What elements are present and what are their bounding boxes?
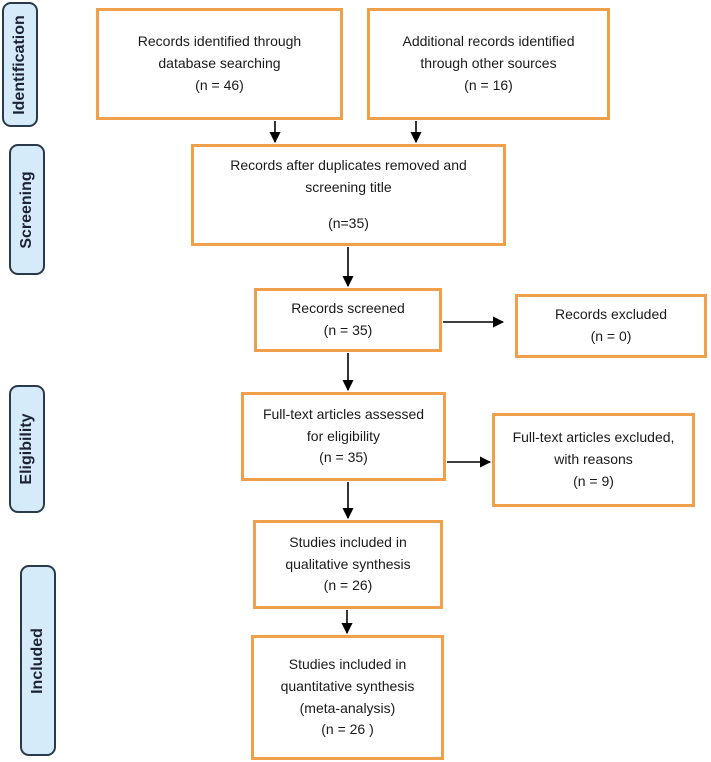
stage-screening: Screening — [9, 144, 45, 275]
box-qualitative-synthesis: Studies included in qualitative synthesi… — [253, 520, 443, 609]
box-line: for eligibility — [306, 427, 381, 444]
box-quantitative-synthesis: Studies included in quantitative synthes… — [251, 635, 444, 760]
box-line: Records after duplicates removed and — [230, 157, 467, 174]
box-line: quantitative synthesis — [280, 677, 415, 694]
box-line: Records excluded — [554, 306, 668, 323]
box-database-search: Records identified through database sear… — [96, 8, 343, 120]
box-records-excluded: Records excluded (n = 0) — [515, 294, 707, 358]
box-count: (n = 9) — [573, 472, 614, 489]
box-line: Additional records identified — [402, 33, 575, 50]
box-line: with reasons — [554, 451, 633, 468]
box-line: Full-text articles assessed — [262, 405, 425, 422]
box-count: (n = 16) — [464, 76, 513, 93]
stage-identification: Identification — [2, 2, 38, 127]
box-count: (n = 0) — [590, 328, 632, 344]
box-count: (n = 26) — [323, 577, 373, 594]
box-line: (meta-analysis) — [299, 699, 396, 716]
box-line: Studies included in — [289, 533, 407, 550]
box-line: qualitative synthesis — [285, 555, 411, 572]
box-count: (n = 26 ) — [321, 721, 374, 738]
box-line: through other sources — [420, 55, 557, 72]
box-line: screening title — [305, 179, 392, 196]
stage-eligibility: Eligibility — [9, 385, 45, 513]
box-full-text-assessed: Full-text articles assessed for eligibil… — [241, 392, 446, 481]
box-other-sources: Additional records identified through ot… — [367, 8, 610, 120]
box-count: (n = 46) — [195, 76, 244, 93]
box-line: Records identified through — [137, 33, 302, 50]
stage-included: Included — [20, 565, 56, 756]
box-line: Studies included in — [288, 656, 407, 673]
box-line: database searching — [158, 55, 281, 72]
box-line: Records screened — [291, 300, 405, 317]
box-line: Full-text articles excluded, — [512, 429, 675, 446]
box-after-duplicates: Records after duplicates removed and scr… — [191, 144, 506, 246]
box-records-screened: Records screened (n = 35) — [254, 288, 442, 352]
box-full-text-excluded: Full-text articles excluded, with reason… — [492, 413, 695, 507]
box-count: (n = 35) — [323, 322, 373, 338]
box-count: (n=35) — [328, 214, 369, 231]
box-count: (n = 35) — [319, 449, 368, 466]
